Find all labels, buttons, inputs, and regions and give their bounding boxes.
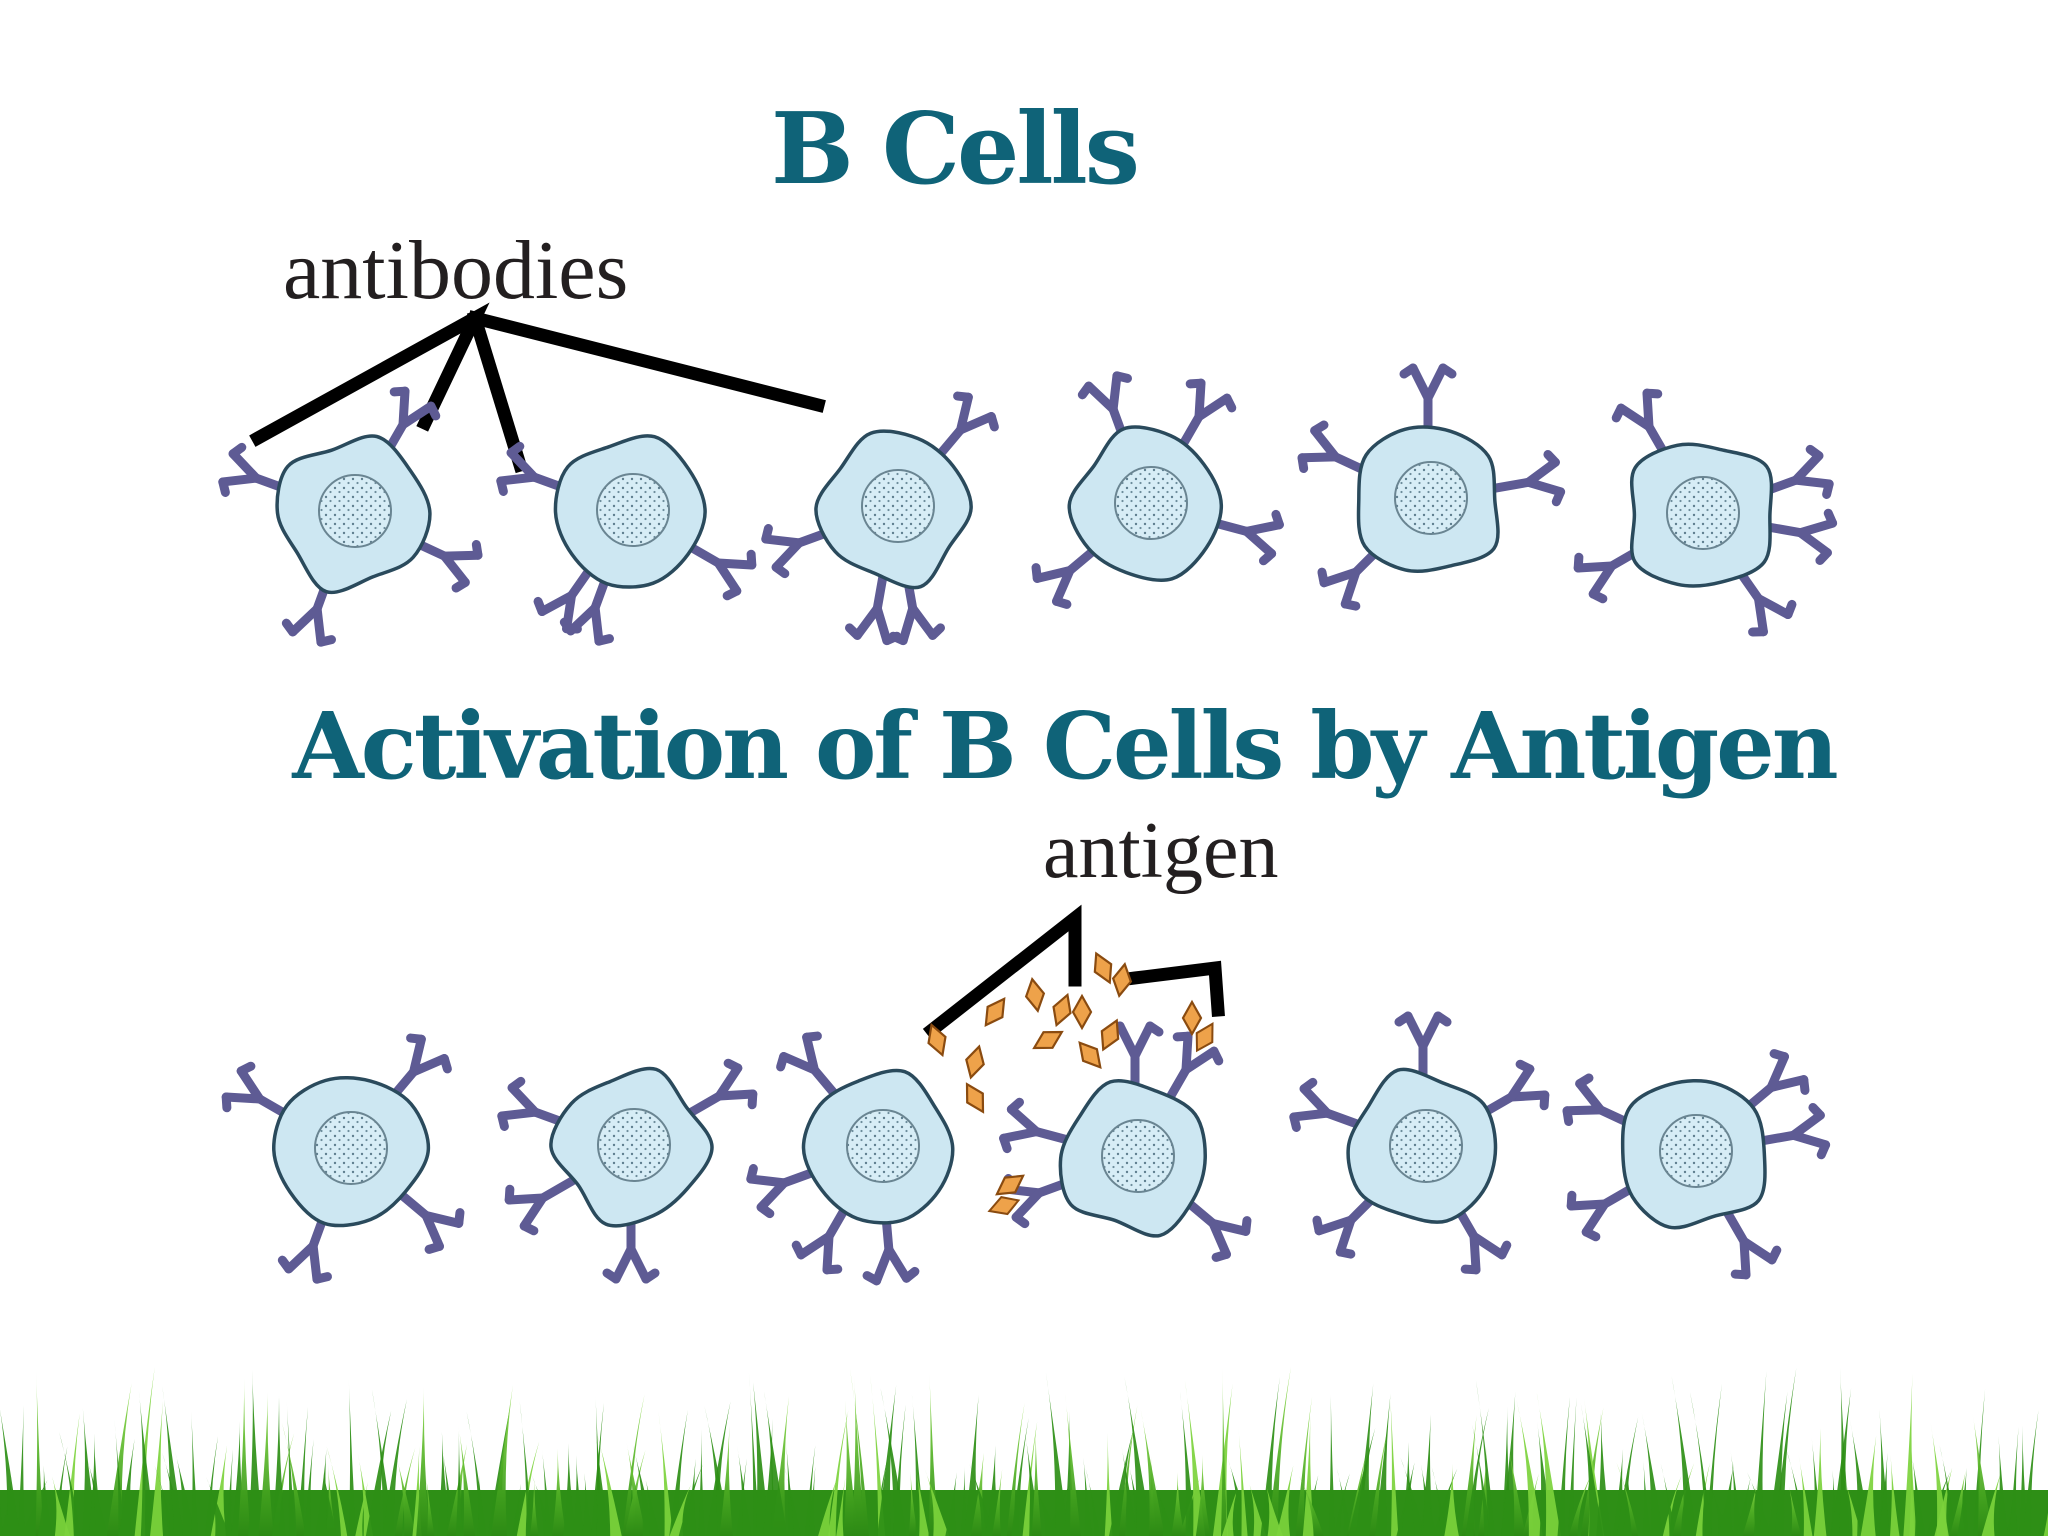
antigen-icon — [1111, 962, 1133, 998]
antigen-icon — [965, 1082, 985, 1114]
antibody-icon — [791, 1202, 851, 1275]
antibody-icon — [844, 570, 902, 646]
antibody-icon — [1490, 449, 1566, 507]
antibody-icon — [934, 391, 999, 461]
antibody-icon — [1477, 1059, 1550, 1119]
b-cell-icon — [987, 1021, 1252, 1262]
antibody-icon — [1611, 388, 1671, 461]
b-cell-icon — [221, 1033, 465, 1284]
b-cell-icon — [761, 391, 999, 646]
b-cell-icon — [1289, 1011, 1550, 1275]
pointer-line — [466, 309, 529, 474]
antigen-icon — [1093, 951, 1113, 985]
b-cell-icon — [1562, 1049, 1831, 1280]
antibody-icon — [776, 1031, 841, 1101]
slide-subtitle: Activation of B Cells by Antigen — [292, 692, 1838, 800]
antibody-icon — [1762, 508, 1838, 566]
b-cell-icon — [746, 1031, 955, 1286]
b-cell-icon — [1573, 388, 1838, 637]
antibody-icon — [1289, 1077, 1364, 1132]
b-cell-icon — [496, 434, 757, 646]
slide-title: B Cells — [771, 92, 1140, 207]
antigen-icon — [1100, 1018, 1120, 1052]
b-cell-icon — [218, 386, 483, 647]
antibody-icon — [221, 1061, 294, 1121]
antibody-icon — [277, 1209, 332, 1284]
antigen-icon — [1181, 999, 1203, 1037]
antigen-icon — [1071, 993, 1093, 1031]
pointer-line — [1127, 960, 1225, 1017]
antibody-icon — [862, 1211, 920, 1286]
antibody-icon — [1755, 1102, 1831, 1160]
b-cell-icon — [497, 1058, 758, 1284]
antibody-icon — [1399, 363, 1457, 437]
grass-border — [0, 1367, 2048, 1536]
antibody-icon — [1722, 1207, 1782, 1280]
antibody-icon — [504, 1176, 577, 1236]
antigen-group — [927, 951, 1203, 1196]
antigen-icon — [1024, 977, 1046, 1013]
antigen-icon — [995, 1174, 1025, 1196]
antibodies-label: antibodies — [283, 224, 629, 317]
b-cell-icon — [1031, 371, 1284, 609]
b-cell-icon — [1297, 363, 1566, 611]
antibody-icon — [395, 1189, 465, 1254]
antibody-icon — [1164, 1021, 1224, 1104]
antigen-icon — [1032, 1030, 1064, 1050]
antigen-icon — [987, 1195, 1021, 1216]
antigen-icon — [927, 1022, 947, 1058]
pointer-line — [922, 904, 1082, 1040]
antigen-icon — [1052, 992, 1072, 1028]
antigen-icon — [1078, 1041, 1102, 1069]
antibody-icon — [761, 524, 836, 579]
antibody-icon — [1394, 1011, 1452, 1085]
b-cell-group — [218, 363, 1838, 1286]
antigen-label: antigen — [1043, 807, 1279, 895]
antibody-icon — [999, 1097, 1074, 1154]
antigen-icon — [984, 997, 1006, 1027]
antigen-icon — [965, 1044, 985, 1080]
pointer-line — [467, 310, 826, 413]
antibody-icon — [1177, 378, 1237, 451]
antibody-icon — [1031, 544, 1101, 609]
antibody-icon — [685, 1058, 758, 1118]
pointer-lines — [249, 302, 1225, 1040]
pointer-line — [249, 302, 490, 447]
antigen-icon — [1195, 1021, 1214, 1053]
